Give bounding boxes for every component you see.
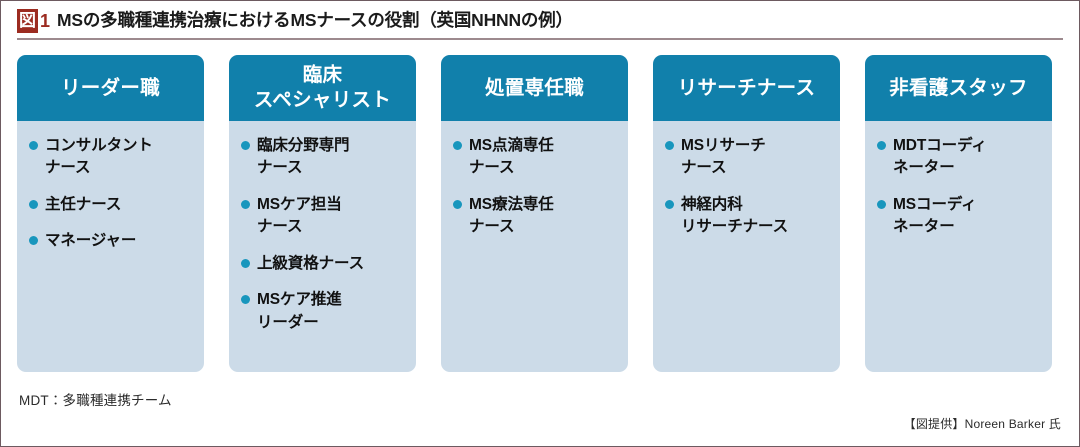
list-item: MDTコーディネーター xyxy=(877,135,1042,180)
list-item: MSリサーチナース xyxy=(665,135,830,180)
role-card-header-line: 非看護スタッフ xyxy=(889,76,1028,99)
list-item-label: 臨床分野専門ナース xyxy=(257,135,350,180)
bullet-icon xyxy=(241,258,250,268)
list-item-line: ナース xyxy=(45,159,91,177)
list-item-label: コンサルタントナース xyxy=(45,135,153,180)
list-item-line: MS点滴専任 xyxy=(469,137,554,154)
bullet-icon xyxy=(29,199,38,209)
list-item: MSケア推進リーダー xyxy=(241,289,406,334)
role-card: リーダー職コンサルタントナース主任ナースマネージャー xyxy=(17,55,204,372)
list-item-label: 神経内科リサーチナース xyxy=(681,194,788,239)
bullet-icon xyxy=(453,199,462,209)
bullet-icon xyxy=(29,236,38,246)
role-card-header-line: 処置専任職 xyxy=(484,76,584,99)
list-item: MS療法専任ナース xyxy=(453,194,618,239)
bullet-icon xyxy=(665,199,674,209)
list-item-line: マネージャー xyxy=(45,232,137,250)
list-item-label: 上級資格ナース xyxy=(257,253,364,275)
figure-credit: 【図提供】Noreen Barker 氏 xyxy=(903,417,1061,431)
role-card-header: 非看護スタッフ xyxy=(865,55,1052,121)
role-card-header-line: リーダー職 xyxy=(60,76,160,99)
figure-number: 1 xyxy=(40,11,51,31)
list-item-label: MSケア担当ナース xyxy=(257,194,342,239)
list-item-label: MS療法専任ナース xyxy=(469,194,554,239)
list-item-line: MSリサーチ xyxy=(681,137,766,154)
list-item-label: MSケア推進リーダー xyxy=(257,289,342,334)
list-item: 上級資格ナース xyxy=(241,253,406,275)
bullet-icon xyxy=(241,141,250,150)
role-card-header-line: 臨床 xyxy=(302,64,343,87)
bullet-icon xyxy=(877,141,886,150)
list-item: MS点滴専任ナース xyxy=(453,135,618,180)
list-item: コンサルタントナース xyxy=(29,135,194,180)
bullet-icon xyxy=(665,141,674,150)
list-item-label: マネージャー xyxy=(45,230,136,252)
figure-badge: 図 xyxy=(17,9,38,33)
list-item: MSコーディネーター xyxy=(877,194,1042,239)
list-item-line: 主任ナース xyxy=(45,195,122,213)
list-item: MSケア担当ナース xyxy=(241,194,406,239)
list-item-label: 主任ナース xyxy=(45,194,121,216)
list-item-line: MDTコーディ xyxy=(893,137,987,154)
list-item-line: リーダー xyxy=(257,313,319,331)
list-item-line: MS療法専任 xyxy=(469,195,554,213)
role-card-header: リサーチナース xyxy=(653,55,840,121)
list-item-line: 神経内科 xyxy=(681,195,743,213)
list-item-line: 臨床分野専門 xyxy=(257,137,350,154)
list-item-line: MSコーディ xyxy=(893,195,977,213)
list-item-label: MSリサーチナース xyxy=(681,135,766,180)
list-item-line: 上級資格ナース xyxy=(257,254,365,272)
list-item-label: MSコーディネーター xyxy=(893,194,977,239)
list-item-line: ネーター xyxy=(893,218,955,236)
role-card-header: 臨床スペシャリスト xyxy=(229,55,416,121)
list-item-line: ナース xyxy=(469,218,515,236)
abbreviation-note: MDT：多職種連携チーム xyxy=(19,393,172,408)
list-item: 臨床分野専門ナース xyxy=(241,135,406,180)
list-item-label: MDTコーディネーター xyxy=(893,135,987,180)
role-card-body: MSリサーチナース神経内科リサーチナース xyxy=(653,121,840,372)
list-item: マネージャー xyxy=(29,230,194,252)
bullet-icon xyxy=(241,199,250,209)
list-item-line: ナース xyxy=(257,218,303,236)
list-item: 神経内科リサーチナース xyxy=(665,194,830,239)
role-card-header-line: リサーチナース xyxy=(677,76,816,99)
list-item: 主任ナース xyxy=(29,194,194,216)
figure-title-bar: 図 1 MSの多職種連携治療におけるMSナースの役割（英国NHNNの例） xyxy=(1,1,1079,33)
role-card-header-line: スペシャリスト xyxy=(253,89,392,111)
page-title: MSの多職種連携治療におけるMSナースの役割（英国NHNNの例） xyxy=(57,10,573,31)
list-item-line: ナース xyxy=(681,159,727,177)
list-item-line: リサーチナース xyxy=(681,218,789,236)
role-card-header: リーダー職 xyxy=(17,55,204,121)
list-item-line: ナース xyxy=(469,159,515,177)
role-card-header: 処置専任職 xyxy=(441,55,628,121)
bullet-icon xyxy=(877,199,886,209)
list-item-line: ナース xyxy=(257,159,303,177)
list-item-label: MS点滴専任ナース xyxy=(469,135,554,180)
title-divider xyxy=(17,38,1063,40)
bullet-icon xyxy=(453,141,462,150)
role-columns: リーダー職コンサルタントナース主任ナースマネージャー臨床スペシャリスト臨床分野専… xyxy=(1,40,1079,372)
role-card-body: コンサルタントナース主任ナースマネージャー xyxy=(17,121,204,372)
list-item-line: MSケア推進 xyxy=(257,291,342,309)
list-item-line: MSケア担当 xyxy=(257,195,342,213)
list-item-line: ネーター xyxy=(893,159,955,177)
bullet-icon xyxy=(29,141,38,150)
bullet-icon xyxy=(241,295,250,305)
list-item-line: コンサルタント xyxy=(45,137,153,154)
